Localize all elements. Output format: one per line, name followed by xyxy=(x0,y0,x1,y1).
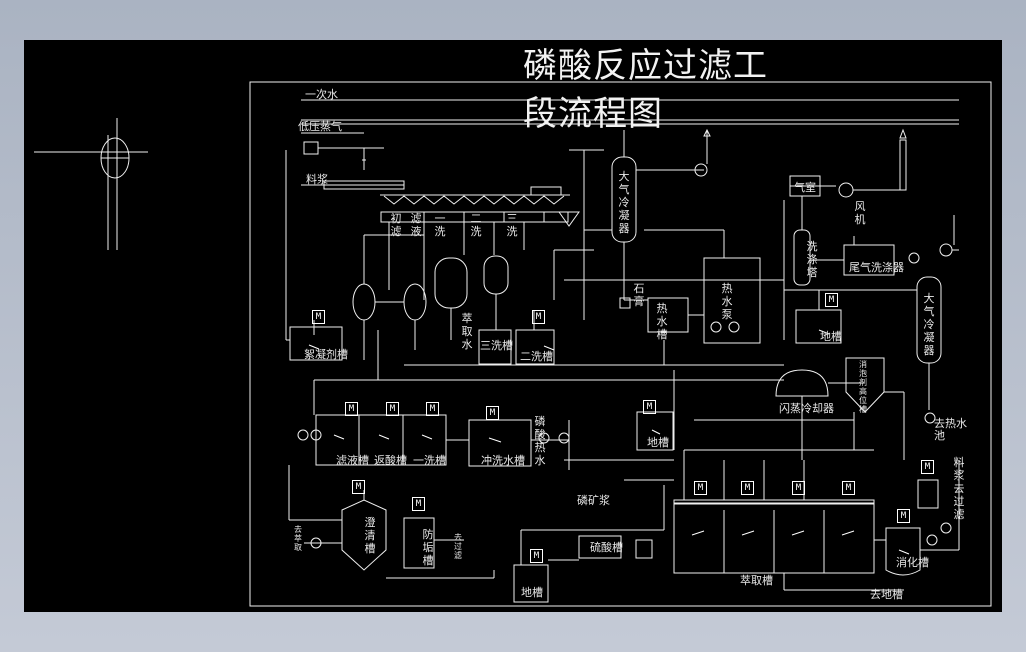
label-flash-cooler: 闪蒸冷却器 xyxy=(779,402,834,415)
motor-icon: M xyxy=(312,310,325,324)
label-filtrate-trough: 滤液 xyxy=(410,212,422,238)
cad-viewport: 磷酸反应过滤工 段流程图 一次水 低压蒸气 料浆 初滤 滤液 一洗 二洗 三洗 … xyxy=(24,40,1002,612)
label-first-wash-tank: 一洗槽 xyxy=(413,454,446,467)
motor-icon: M xyxy=(386,402,399,416)
label-wash-tower: 洗涤塔 xyxy=(806,240,818,279)
exhaust-fan xyxy=(838,182,854,198)
separator-1 xyxy=(434,257,468,309)
label-digestion-tank: 消化槽 xyxy=(896,556,929,569)
motor-icon: M xyxy=(842,481,855,495)
label-thickener: 澄清槽 xyxy=(364,516,376,555)
hot-water-pump-skid xyxy=(703,257,761,344)
label-barometric-condenser-1: 大气冷凝器 xyxy=(618,170,630,235)
belt-filter xyxy=(383,195,565,205)
label-extraction-tank: 萃取槽 xyxy=(740,574,773,587)
drawing-frame xyxy=(249,81,992,607)
motor-icon: M xyxy=(792,481,805,495)
label-second-wash: 二洗 xyxy=(470,212,482,238)
label-flush-water-tank: 冲洗水槽 xyxy=(481,454,525,467)
label-to-floor-sump: 去地槽 xyxy=(870,588,903,601)
label-floor-sump-bottom: 地槽 xyxy=(521,586,543,599)
label-anti-scale-tank: 防垢槽 xyxy=(422,528,434,567)
label-hot-water-pump: 热水泵 xyxy=(721,282,733,321)
label-first-filtrate: 初滤 xyxy=(390,212,402,238)
motor-icon: M xyxy=(694,481,707,495)
label-floor-sump-right: 地槽 xyxy=(820,330,842,343)
separator-2 xyxy=(483,255,509,295)
floor-sump-bottom xyxy=(513,564,549,603)
label-phosphoric-hot-water: 磷酸热水 xyxy=(534,415,546,467)
receiver-1 xyxy=(352,283,376,321)
motor-icon: M xyxy=(643,400,656,414)
label-dust-chamber: 气室 xyxy=(794,181,816,194)
label-slurry-to-filter: 料浆去过滤 xyxy=(953,456,965,521)
flash-cooler xyxy=(775,369,829,397)
motor-icon: M xyxy=(921,460,934,474)
flush-water-tank xyxy=(468,419,532,467)
label-filtrate-tank: 滤液槽 xyxy=(336,454,369,467)
label-slurry: 料浆 xyxy=(306,173,328,186)
label-phosphate-slurry: 磷矿浆 xyxy=(577,494,610,507)
label-extraction-water: 萃取水 xyxy=(461,312,473,351)
label-to-filter: 去过滤 xyxy=(454,533,462,560)
label-to-extraction: 去萃取 xyxy=(294,525,302,552)
digestion-tank xyxy=(885,527,921,576)
label-exhaust-fan: 风机 xyxy=(854,200,866,226)
label-defoamer-tank: 消泡剂高位槽 xyxy=(859,360,867,414)
hot-water-tank xyxy=(647,297,689,333)
label-hot-water-tank: 热水槽 xyxy=(656,302,668,341)
chimney xyxy=(899,139,907,191)
label-second-wash-tank: 二洗槽 xyxy=(520,350,553,363)
label-tail-gas-scrubber: 尾气洗涤器 xyxy=(849,261,904,274)
motor-icon: M xyxy=(530,549,543,563)
motor-icon: M xyxy=(412,497,425,511)
label-to-hot-water-pool: 去热水池 xyxy=(934,417,967,442)
diagram-title-line2: 段流程图 xyxy=(523,94,663,134)
motor-icon: M xyxy=(825,293,838,307)
label-third-wash: 三洗 xyxy=(506,212,518,238)
anti-scale-tank xyxy=(403,517,435,569)
motor-icon: M xyxy=(352,480,365,494)
label-low-pressure-steam: 低压蒸气 xyxy=(298,120,342,133)
motor-icon: M xyxy=(741,481,754,495)
motor-icon: M xyxy=(897,509,910,523)
label-acid-return-tank: 返酸槽 xyxy=(374,454,407,467)
second-wash-tank xyxy=(515,329,555,365)
label-third-wash-tank: 三洗槽 xyxy=(480,339,513,352)
motor-icon: M xyxy=(486,406,499,420)
label-primary-water: 一次水 xyxy=(305,88,338,101)
motor-icon: M xyxy=(426,402,439,416)
defoamer-tank xyxy=(845,357,885,413)
diagram-title-line1: 磷酸反应过滤工 xyxy=(523,46,768,86)
sulfuric-acid-tank xyxy=(578,535,622,559)
flocculant-tank xyxy=(289,326,343,361)
motor-icon: M xyxy=(345,402,358,416)
label-stone-tank: 石膏 xyxy=(633,282,645,308)
process-flow-diagram xyxy=(34,81,992,607)
label-first-wash: 一洗 xyxy=(434,212,446,238)
slurry-pump-box xyxy=(917,479,939,509)
label-floor-sump-mid: 地槽 xyxy=(647,436,669,449)
third-wash-tank xyxy=(478,329,512,365)
label-barometric-condenser-2: 大气冷凝器 xyxy=(923,292,935,357)
label-sulfuric-acid-tank: 硫酸槽 xyxy=(590,541,623,554)
motor-icon: M xyxy=(532,310,545,324)
receiver-2 xyxy=(403,283,427,321)
label-flocculant-tank: 絮凝剂槽 xyxy=(304,348,348,361)
